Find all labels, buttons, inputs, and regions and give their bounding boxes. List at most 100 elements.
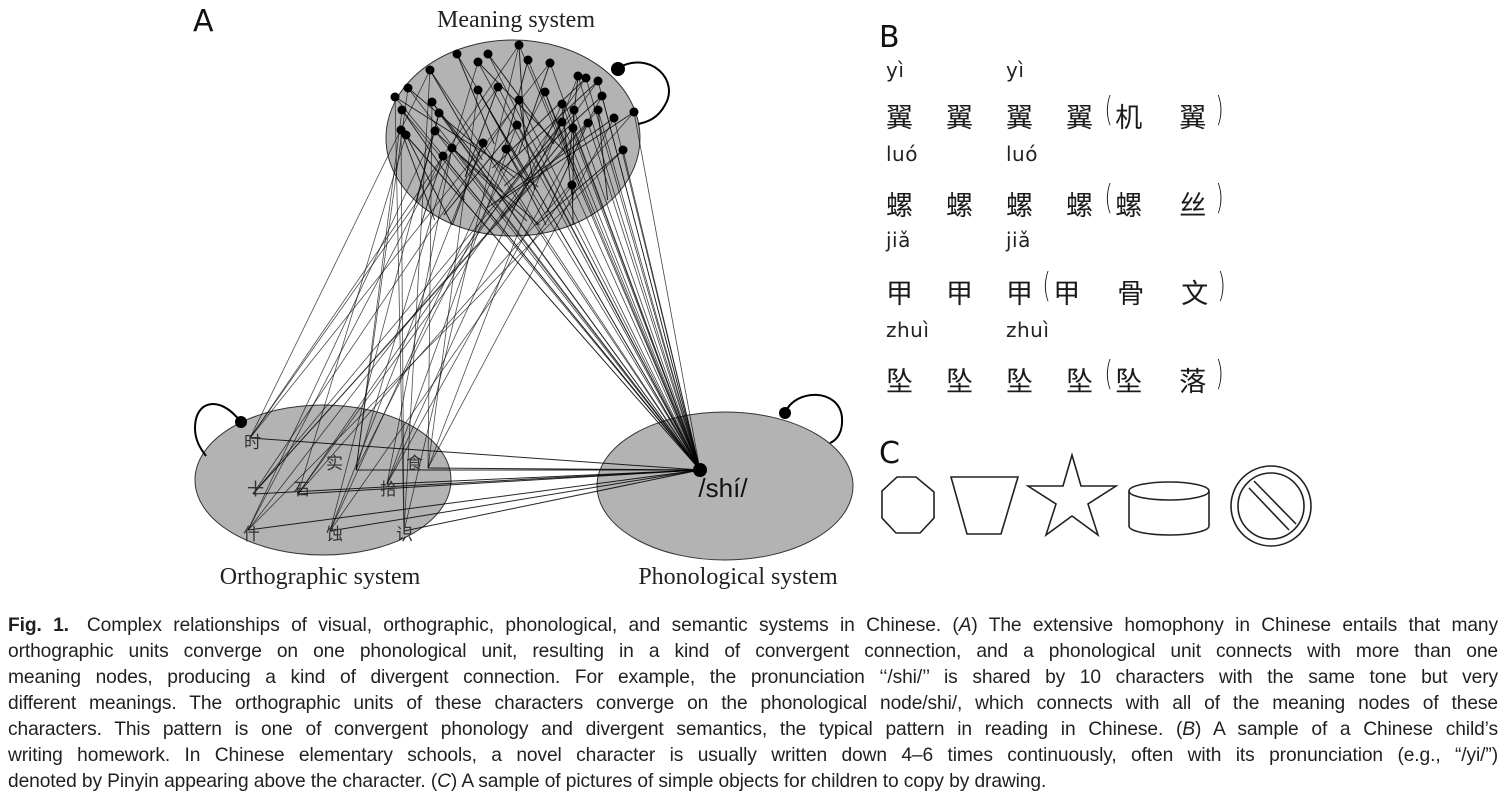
network-edge (500, 127, 574, 219)
orthographic-system-label: Orthographic system (220, 564, 421, 590)
hw-word-char: 丝 (1179, 191, 1207, 222)
caption-text: ) The extensive homophony in Chinese ent… (971, 615, 1498, 636)
network-edge (329, 142, 484, 532)
pinyin-yi: yì (1006, 58, 1025, 82)
panel-a-network-diagram: Meaning system Orthographic system Phono… (180, 0, 860, 600)
hw-char: 甲 (886, 279, 913, 310)
network-edge (420, 155, 444, 226)
meaning-node (540, 87, 550, 97)
meaning-node (545, 58, 555, 68)
meaning-node (609, 113, 619, 123)
caption-line: Fig. 1.Complex relationships of visual, … (8, 613, 1498, 639)
hw-word-char: 骨 (1117, 279, 1145, 310)
hw-char: 坠 (886, 367, 913, 398)
meaning-node (438, 151, 448, 161)
orthographic-system-ellipse (194, 404, 452, 556)
char-shi-know: 识 (396, 525, 413, 545)
pinyin-zhui: zhuì (886, 318, 930, 342)
network-edge (544, 91, 701, 471)
meaning-node (483, 49, 493, 59)
network-edge (297, 134, 407, 495)
hw-char: 甲 (946, 279, 973, 310)
network-edge (451, 147, 540, 226)
network-edge (535, 149, 624, 226)
caption-panel-ref: B (1182, 719, 1195, 740)
caption-line: orthographic units converge on one phono… (8, 641, 1498, 662)
network-edge (434, 130, 701, 471)
network-edge (438, 112, 701, 471)
hw-word-char: 文 (1181, 279, 1209, 310)
network-edge (518, 44, 525, 136)
network-edge (572, 127, 701, 471)
hw-char: 坠 (1066, 367, 1093, 398)
hw-char: 螺 (946, 191, 973, 222)
meaning-node (569, 105, 579, 115)
network-edge (400, 129, 405, 532)
network-edge (247, 130, 436, 531)
meaning-node (430, 126, 440, 136)
hw-word-char: 甲 (1053, 279, 1081, 310)
network-edge (329, 469, 701, 532)
hw-word-char: 坠 (1115, 367, 1143, 398)
phonological-self-loop (784, 393, 844, 444)
figure-number: Fig. 1. (8, 615, 69, 636)
network-edge (403, 469, 701, 532)
network-edge (451, 147, 701, 471)
char-shi-real: 实 (326, 454, 343, 474)
meaning-self-loop (617, 61, 670, 125)
network-edge (247, 469, 701, 531)
caption-line: different meanings. The orthographic uni… (8, 693, 1498, 714)
star-shape (1025, 452, 1119, 538)
meaning-system-label: Meaning system (437, 7, 595, 33)
network-edge (249, 44, 520, 439)
network-edge (567, 75, 579, 167)
network-edge (477, 89, 701, 471)
prohibition-sign-shape (1230, 465, 1312, 547)
network-edge (477, 89, 529, 181)
network-edge (247, 121, 563, 531)
network-edge (249, 86, 499, 439)
char-shi-pick: 拾 (380, 480, 397, 500)
network-edge (427, 117, 615, 469)
network-edge (405, 134, 453, 226)
network-edge (386, 469, 701, 485)
network-edge (403, 69, 431, 532)
network-edge (597, 109, 701, 471)
cylinder-shape (1128, 481, 1210, 536)
network-edge (518, 99, 701, 471)
open-paren: ( (1104, 354, 1113, 394)
meaning-node (568, 123, 578, 133)
network-edge (429, 69, 483, 161)
pinyin-zhui: zhuì (1006, 318, 1050, 342)
network-edge (443, 124, 518, 216)
network-edge (587, 122, 701, 471)
close-paren: ) (1215, 178, 1224, 218)
hw-char: 螺 (886, 191, 913, 222)
network-edge (247, 149, 624, 531)
handwriting-row-luo: 螺 螺 螺 螺 ( 螺 丝 ) (886, 178, 1227, 223)
network-edge (252, 122, 589, 495)
phonological-system-label: Phonological system (638, 564, 838, 590)
caption-text: ) A sample of a Chinese child’s (1194, 719, 1498, 740)
network-edge (386, 95, 603, 485)
network-edge (252, 109, 575, 495)
network-edge (355, 87, 409, 471)
caption-line: denoted by Pinyin appearing above the ch… (8, 769, 1498, 795)
hw-char: 翼 (886, 103, 913, 134)
pinyin-luo: luó (886, 142, 918, 166)
caption-panel-ref: C (437, 771, 451, 792)
char-shi-ten: 十 (247, 480, 264, 500)
phonological-system-ellipse (596, 411, 854, 561)
network-edge (247, 155, 444, 531)
open-paren: ( (1104, 178, 1113, 218)
panel-c-letter: C (879, 436, 900, 471)
meaning-node (581, 73, 591, 83)
figure-caption: Fig. 1.Complex relationships of visual, … (8, 613, 1498, 795)
network-edge (394, 96, 405, 532)
open-paren: ( (1104, 90, 1113, 130)
meaning-node (593, 105, 603, 115)
network-edge (456, 53, 495, 145)
meaning-node (396, 125, 406, 135)
caption-line: writing homework. In Chinese elementary … (8, 745, 1498, 766)
meaning-node (493, 82, 503, 92)
